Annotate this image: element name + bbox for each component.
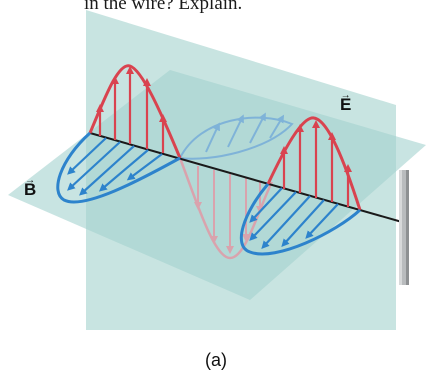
b-field-label: → B — [24, 181, 36, 198]
vector-arrow-icon: → — [340, 91, 351, 101]
figure-caption: (a) — [0, 350, 432, 371]
vector-arrow-icon: → — [24, 176, 36, 186]
wire-antenna — [399, 170, 409, 285]
e-field-label: → E — [340, 96, 351, 113]
